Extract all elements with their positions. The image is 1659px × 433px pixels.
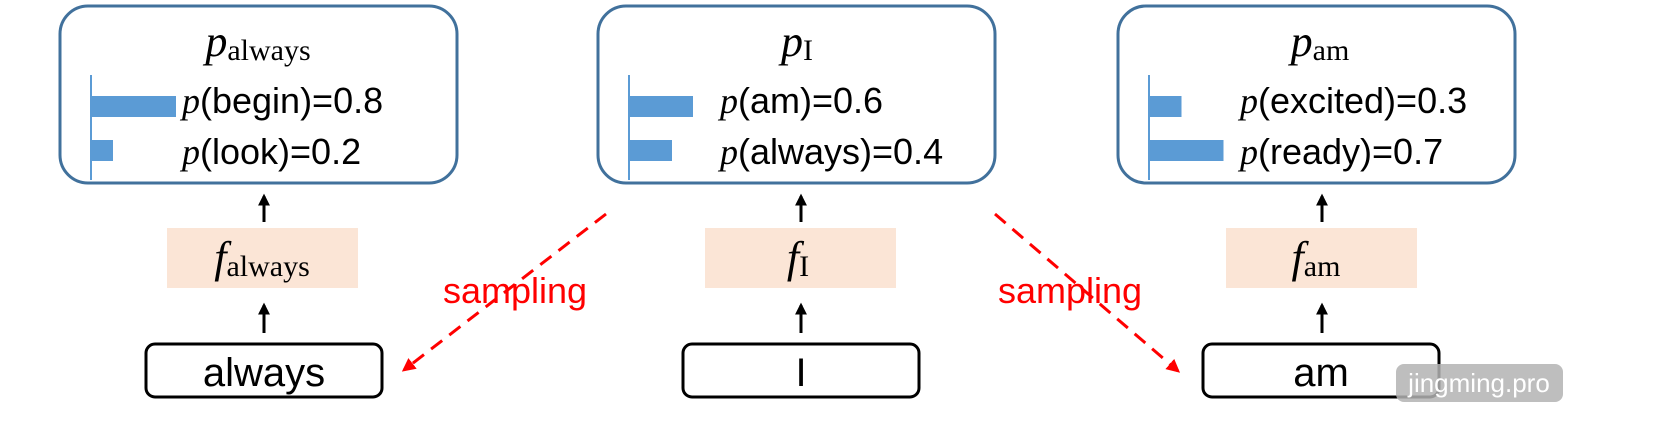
prob-label: p(am)=0.6: [717, 80, 883, 121]
prob-bar: [92, 96, 176, 117]
feature-box: [167, 228, 358, 288]
column-I: pI p(am)=0.6 p(always)=0.4 fI I: [596, 4, 997, 399]
distribution-title: palways: [202, 17, 310, 67]
input-word-box: [144, 342, 384, 399]
watermark-badge: [1396, 364, 1563, 402]
feature-box: [705, 228, 896, 288]
prob-label: p(look)=0.2: [179, 131, 361, 172]
prob-label: p(always)=0.4: [717, 131, 943, 172]
sampling-arrow: [994, 212, 1181, 373]
distribution-box: [58, 4, 459, 185]
distribution-box: [1116, 4, 1517, 185]
prob-bar: [1150, 140, 1224, 161]
sampling-label: sampling: [998, 270, 1142, 311]
sampling-arrow: [401, 212, 607, 372]
feature-box: [1226, 228, 1417, 288]
watermark: jingming.pro: [1407, 368, 1550, 398]
column-am: pam p(excited)=0.3 p(ready)=0.7 fam am: [1116, 4, 1517, 399]
input-word: am: [1293, 351, 1349, 395]
input-word-box: [681, 342, 921, 399]
input-word: always: [203, 351, 325, 395]
prob-label: p(ready)=0.7: [1237, 131, 1443, 172]
input-word: I: [795, 351, 806, 395]
prob-label: p(excited)=0.3: [1237, 80, 1467, 121]
prob-bar: [1150, 96, 1182, 117]
prob-bar: [92, 140, 113, 161]
prob-bar: [630, 140, 672, 161]
column-always: palways p(begin)=0.8 p(look)=0.2 falways…: [58, 4, 459, 399]
sampling-label: sampling: [443, 270, 587, 311]
prob-label: p(begin)=0.8: [179, 80, 383, 121]
distribution-box: [596, 4, 997, 185]
prob-bar: [630, 96, 693, 117]
distribution-title: pI: [778, 17, 813, 67]
distribution-title: pam: [1288, 17, 1350, 67]
